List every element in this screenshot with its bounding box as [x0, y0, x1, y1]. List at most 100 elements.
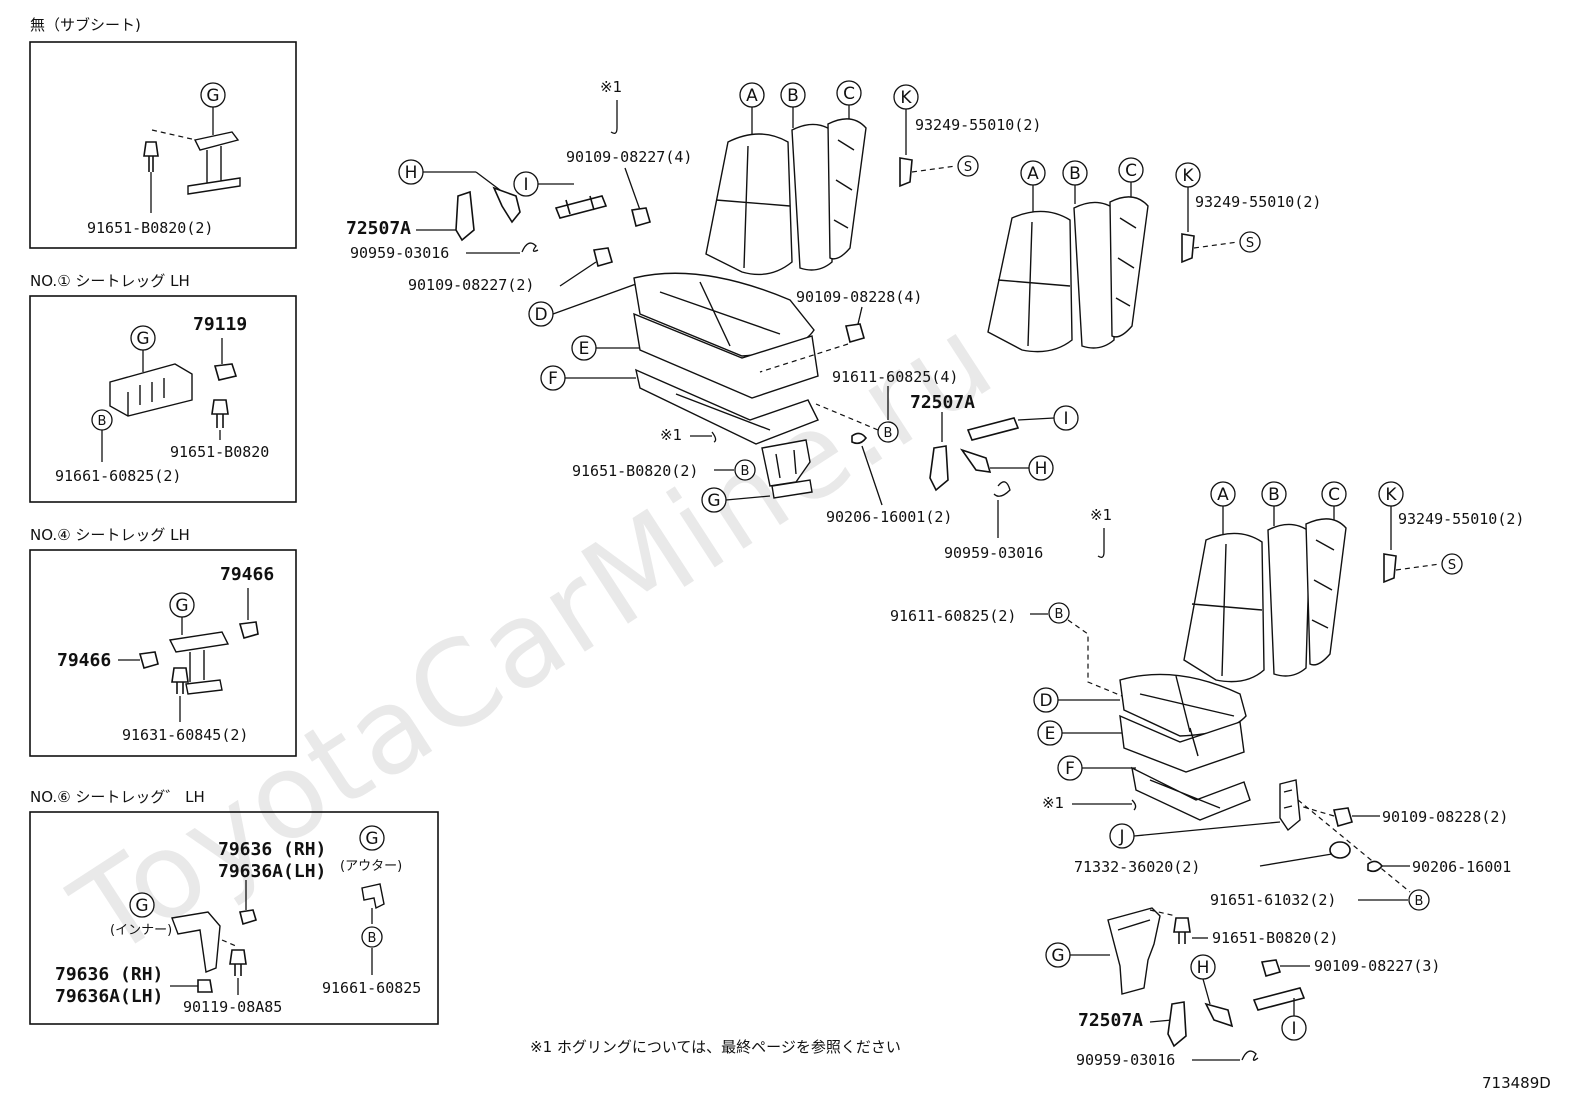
callout-label: G: [707, 491, 720, 511]
callout-label: K: [900, 88, 912, 108]
callout-label: A: [1217, 485, 1229, 505]
seat-back-cushion: [987, 210, 1073, 353]
callout-label: K: [1182, 166, 1194, 186]
rod-part: [554, 195, 608, 219]
callout-g: [359, 825, 385, 851]
cushion-cover: [1119, 714, 1245, 773]
knob-part: [1329, 841, 1351, 859]
part-number: 90109-08228(4): [796, 288, 922, 306]
assembly-single-seat: ※1 A B C K 93249-55010(2) S 91611-60825(…: [890, 481, 1524, 1069]
seat-back-cushion: [1183, 532, 1265, 683]
spring-part: [1241, 1050, 1259, 1061]
seat-back-cover: [1073, 201, 1117, 349]
inset-no6-seat-leg: NO.⑥ シートレッグ゛ LH 79636 (RH) 79636A(LH) G …: [29, 788, 439, 1025]
part-number: 91661-60825: [322, 979, 421, 997]
callout-i: [1281, 1015, 1307, 1041]
callout-label: F: [548, 369, 558, 389]
bolt-part: [143, 141, 159, 172]
callout-h: [1028, 455, 1054, 481]
callout-label: H: [1197, 958, 1210, 978]
callout-s: [1239, 231, 1261, 253]
part-number: 79636 (RH): [218, 839, 326, 860]
part-number: 90959-03016: [350, 244, 449, 262]
part-number: 79466: [220, 564, 274, 585]
hook-part: [1181, 233, 1195, 264]
nut-part: [197, 979, 213, 993]
spring-part: [521, 242, 539, 253]
nut-part: [239, 909, 257, 926]
hook-part: [1383, 553, 1397, 584]
bolt-part: [1333, 807, 1353, 827]
part-number: 90109-08228(2): [1382, 808, 1508, 826]
bolt-part: [211, 399, 229, 428]
inset-frame: [29, 295, 297, 503]
assembly-seat-back-middle: A B C K 93249-55010(2) S: [987, 157, 1321, 353]
callout-label: B: [1055, 607, 1064, 622]
part-number: 93249-55010(2): [915, 116, 1041, 134]
bolt-part: [229, 949, 247, 976]
seat-back-frame: [1305, 518, 1347, 666]
bolt-part: [1260, 959, 1282, 977]
part-number: 91631-60845(2): [122, 726, 248, 744]
callout-b: [877, 421, 899, 443]
part-number: 90109-08227(4): [566, 148, 692, 166]
callout-label: S: [1448, 558, 1456, 573]
seat-back-cover: [1267, 523, 1311, 677]
callout-label: G: [135, 896, 148, 916]
lever-part: [455, 190, 475, 242]
callout-label: D: [1039, 691, 1052, 711]
hog-ring-ref: ※1: [1042, 794, 1064, 812]
part-number: 91611-60825(2): [890, 607, 1016, 625]
callout-label: C: [1125, 161, 1137, 181]
part-number: 72507A: [346, 218, 411, 239]
callout-label: C: [843, 84, 855, 104]
bracket-part: [171, 911, 221, 973]
callout-label: G: [175, 596, 188, 616]
callout-s: [957, 155, 979, 177]
diagram-code: 713489D: [1482, 1074, 1551, 1092]
bracket-part: [361, 883, 385, 910]
callout-label: A: [1027, 164, 1039, 184]
handle-part: [492, 186, 521, 224]
callout-label: F: [1065, 759, 1075, 779]
callout-label: H: [405, 163, 418, 183]
footnote: ※1 ホグリングについては、最終ページを参照ください: [530, 1038, 901, 1056]
lever-part: [929, 445, 949, 492]
part-number: 90109-08227(2): [408, 276, 534, 294]
callout-label: S: [1246, 236, 1254, 251]
part-number: 72507A: [1078, 1010, 1143, 1031]
callout-label: G: [365, 829, 378, 849]
seat-back-cover: [791, 123, 835, 271]
rod-part: [1252, 987, 1306, 1011]
part-number: 90959-03016: [1076, 1051, 1175, 1069]
label-outer: (アウター): [340, 859, 402, 874]
callout-label: D: [534, 305, 547, 325]
rod-part: [966, 417, 1020, 441]
assembly-bench-seat: ※1 90109-08227(4) A B C K 93249-55010(2)…: [346, 78, 1079, 562]
seat-back-frame: [1109, 196, 1149, 338]
handle-part: [959, 448, 992, 473]
handle-part: [1204, 1002, 1234, 1028]
seat-leg-part: [761, 439, 811, 487]
lever-part: [1167, 1001, 1187, 1048]
inset-frame: [29, 811, 439, 1025]
callout-label: B: [368, 931, 377, 946]
hook-part: [899, 157, 913, 188]
inset-frame: [29, 549, 297, 757]
callout-label: B: [98, 414, 107, 429]
callout-label: I: [1063, 409, 1068, 429]
callout-label: A: [746, 86, 758, 106]
part-number: 79466: [57, 650, 111, 671]
callout-label: H: [1035, 459, 1048, 479]
callout-label: E: [1045, 724, 1056, 744]
part-number: 90119-08A85: [183, 998, 282, 1016]
inset-title: 無（サブシート): [30, 16, 141, 34]
seat-cushion: [1119, 673, 1247, 737]
hog-ring-ref: ※1: [600, 78, 622, 96]
callout-s: [1441, 553, 1463, 575]
inset-title: NO.⑥ シートレッグ゛ LH: [30, 788, 205, 806]
part-number: 79636A(LH): [218, 861, 326, 882]
callout-label: B: [741, 464, 750, 479]
part-number: 91651-B0820(2): [572, 462, 698, 480]
